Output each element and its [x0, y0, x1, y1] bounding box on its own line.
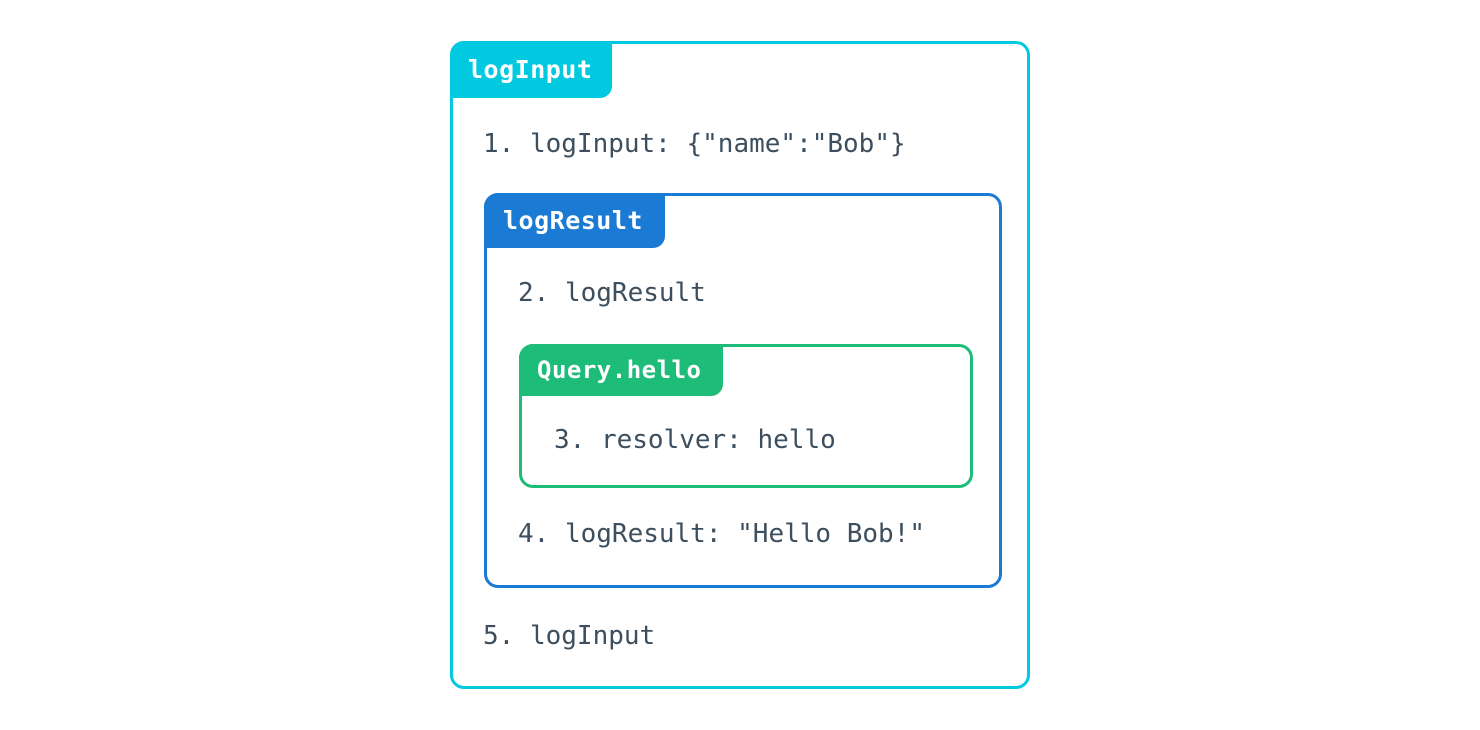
log-line-1: 1. logInput: {"name":"Bob"}: [483, 129, 906, 159]
log-line-4: 4. logResult: "Hello Bob!": [518, 519, 925, 549]
log-line-3: 3. resolver: hello: [554, 425, 836, 455]
loginput-box-label: logInput: [450, 41, 613, 98]
logresult-middleware-box: logResult 2. logResult Query.hello 3. re…: [484, 193, 1002, 588]
logresult-box-label: logResult: [484, 193, 665, 248]
log-line-5: 5. logInput: [483, 621, 656, 651]
loginput-middleware-box: logInput 1. logInput: {"name":"Bob"} log…: [450, 41, 1030, 689]
query-hello-box-label: Query.hello: [519, 344, 724, 396]
query-hello-resolver-box: Query.hello 3. resolver: hello: [519, 344, 973, 488]
log-line-2: 2. logResult: [518, 278, 706, 308]
